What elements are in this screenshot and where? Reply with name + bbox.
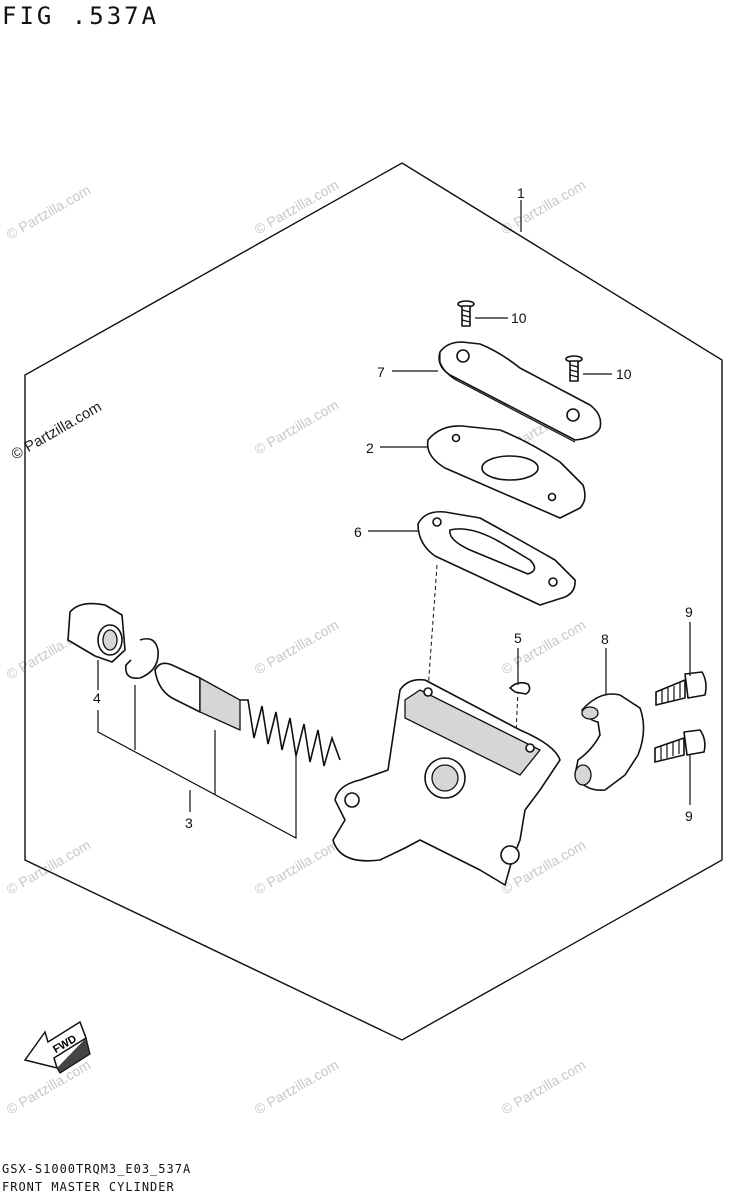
callout-2: 2: [366, 440, 374, 456]
watermark: © Partzilla.com: [4, 837, 94, 898]
bolt-part-9a: [655, 671, 707, 706]
callout-4: 4: [93, 690, 101, 706]
watermark: © Partzilla.com: [499, 1057, 589, 1118]
alignment-line: [514, 689, 519, 756]
figure-name: FRONT MASTER CYLINDER: [2, 1180, 175, 1194]
callout-9-lower: 9: [685, 808, 693, 824]
diaphragm-plate-part-2: [426, 425, 586, 519]
spring: [240, 699, 341, 767]
figure-code: GSX-S1000TRQM3_E03_537A: [2, 1162, 192, 1176]
callout-5: 5: [514, 630, 522, 646]
clamp-part-8: [574, 693, 645, 792]
watermark: © Partzilla.com: [4, 182, 94, 243]
fwd-arrow-icon: FWD: [23, 1020, 91, 1074]
watermark: © Partzilla.com: [499, 177, 589, 238]
callout-8: 8: [601, 631, 609, 647]
callout-10-lower: 10: [616, 366, 632, 382]
watermark: © Partzilla.com: [252, 177, 342, 238]
alignment-line: [427, 564, 438, 691]
clip-part-5: [509, 681, 531, 695]
boot-part-4: [67, 602, 126, 663]
kit-boundary-hexagon: [24, 162, 723, 1041]
diaphragm-part-6: [417, 510, 576, 606]
callout-3: 3: [185, 815, 193, 831]
reservoir-cap-part-7: [438, 341, 602, 443]
callout-6: 6: [354, 524, 362, 540]
master-cylinder-body: [332, 678, 561, 886]
piston-assembly-part-3: [154, 662, 341, 767]
callout-1: 1: [517, 185, 525, 201]
screw-part-10a: [457, 300, 475, 327]
watermark: © Partzilla.com: [499, 617, 589, 678]
watermark: © Partzilla.com: [9, 398, 105, 463]
watermark: © Partzilla.com: [252, 617, 342, 678]
figure-title: FIG .537A: [2, 2, 160, 30]
watermark: © Partzilla.com: [252, 837, 342, 898]
callout-7: 7: [377, 364, 385, 380]
watermark: © Partzilla.com: [252, 1057, 342, 1118]
bolt-part-9b: [654, 729, 706, 763]
watermark: © Partzilla.com: [252, 397, 342, 458]
circlip: [124, 637, 159, 680]
screw-part-10b: [565, 355, 583, 382]
callout-10-upper: 10: [511, 310, 527, 326]
callout-9-upper: 9: [685, 604, 693, 620]
leader-lines: [97, 200, 691, 840]
